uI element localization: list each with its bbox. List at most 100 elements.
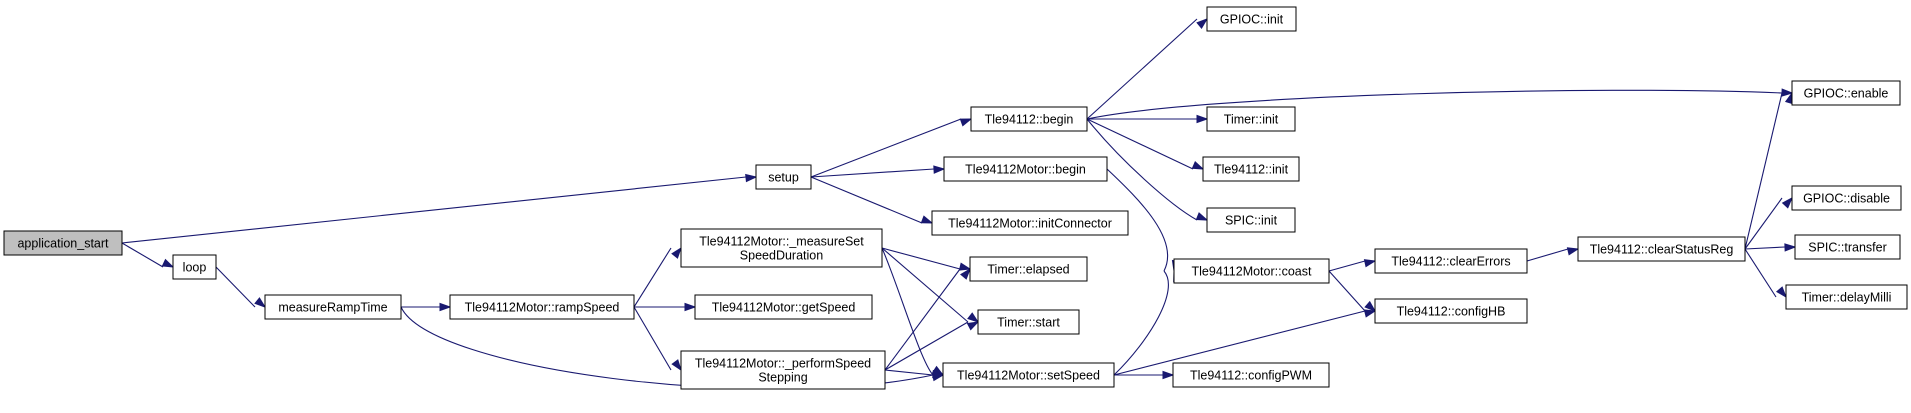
arrow-head-setup-to-motor-init-connector (920, 215, 934, 224)
node-label-motor-begin: Tle94112Motor::begin (965, 163, 1086, 177)
call-edge-tle-clear-status-reg-to-gpioc-disable (1744, 197, 1783, 250)
node-box-timer-elapsed[interactable] (969, 256, 1088, 282)
node-loop[interactable]: loop (172, 254, 217, 280)
arrow-head-measure-ramp-time-to-motor-ramp-speed (439, 302, 452, 312)
node-box-motor-ramp-speed[interactable] (449, 294, 635, 320)
node-label-motor-get-speed: Tle94112Motor::getSpeed (712, 301, 856, 315)
node-box-motor-coast[interactable] (1173, 258, 1330, 284)
node-label-setup: setup (768, 171, 799, 185)
arrow-head-loop-to-measure-ramp-time (254, 297, 267, 308)
node-label-tle-init: Tle94112::init (1214, 163, 1289, 177)
call-edge-tle-clear-status-reg-to-gpioc-enable (1744, 92, 1783, 250)
node-box-tle-config-pwm[interactable] (1172, 362, 1330, 388)
arrow-head-tle-clear-status-reg-to-spic-transfer (1784, 243, 1797, 252)
node-label-motor-ramp-speed: Tle94112Motor::rampSpeed (465, 301, 620, 315)
node-box-timer-start[interactable] (977, 309, 1080, 335)
arrow-head-motor-set-speed-to-tle-config-hb (1363, 309, 1377, 318)
arrow-head-motor-measure-set-speed-duration-to-timer-elapsed (958, 262, 972, 271)
arrow-head-tle-begin-to-spic-init (1195, 212, 1209, 221)
node-label-gpioc-enable: GPIOC::enable (1804, 87, 1889, 101)
node-box-setup[interactable] (755, 164, 812, 190)
call-edge-tle-clear-status-reg-to-spic-transfer (1744, 246, 1786, 250)
node-box-tle-clear-status-reg[interactable] (1577, 236, 1746, 262)
call-edge-tle-begin-to-gpioc-enable (1086, 89, 1783, 120)
call-edge-motor-coast-to-tle-config-hb (1328, 270, 1366, 312)
node-tle-config-hb[interactable]: Tle94112::configHB (1374, 298, 1528, 324)
node-box-motor-measure-set-speed-duration[interactable] (680, 228, 883, 268)
node-box-motor-get-speed[interactable] (694, 294, 873, 320)
node-box-gpioc-enable[interactable] (1791, 80, 1901, 106)
node-box-motor-begin[interactable] (943, 156, 1108, 182)
node-box-loop[interactable] (172, 254, 217, 280)
node-motor-init-connector[interactable]: Tle94112Motor::initConnector (931, 210, 1129, 236)
arrow-head-motor-ramp-speed-to-motor-measure-set-speed-duration (671, 246, 682, 259)
call-edge-loop-to-measure-ramp-time (215, 266, 256, 308)
node-box-spic-init[interactable] (1206, 207, 1296, 233)
node-box-tle-begin[interactable] (970, 106, 1088, 132)
node-measure-ramp-time[interactable]: measureRampTime (264, 294, 402, 320)
node-box-motor-perform-speed-stepping[interactable] (680, 350, 886, 390)
node-motor-ramp-speed[interactable]: Tle94112Motor::rampSpeed (449, 294, 635, 320)
node-box-tle-clear-errors[interactable] (1374, 248, 1528, 274)
arrow-head-tle-begin-to-timer-init (1196, 114, 1209, 124)
arrow-head-motor-perform-speed-stepping-to-timer-start (966, 321, 980, 331)
node-box-timer-delay-milli[interactable] (1785, 284, 1908, 310)
node-box-gpioc-disable[interactable] (1791, 185, 1902, 211)
call-edge-motor-measure-set-speed-duration-to-motor-set-speed (881, 247, 934, 376)
node-label-spic-init: SPIC::init (1225, 214, 1278, 228)
call-edge-tle-begin-to-tle-init (1086, 118, 1194, 170)
node-tle-clear-status-reg[interactable]: Tle94112::clearStatusReg (1577, 236, 1746, 262)
node-label-timer-start: Timer::start (997, 316, 1060, 330)
node-box-tle-config-hb[interactable] (1374, 298, 1528, 324)
node-gpioc-init[interactable]: GPIOC::init (1206, 6, 1297, 32)
node-box-gpioc-init[interactable] (1206, 6, 1297, 32)
arrow-head-tle-begin-to-gpioc-init (1196, 18, 1209, 29)
call-edge-motor-begin-to-motor-coast (1106, 168, 1169, 272)
node-timer-start[interactable]: Timer::start (977, 309, 1080, 335)
node-tle-clear-errors[interactable]: Tle94112::clearErrors (1374, 248, 1528, 274)
node-label-timer-init: Timer::init (1224, 113, 1279, 127)
node-tle-init[interactable]: Tle94112::init (1202, 156, 1300, 182)
node-box-motor-init-connector[interactable] (931, 210, 1129, 236)
node-gpioc-enable[interactable]: GPIOC::enable (1791, 80, 1901, 106)
node-tle-config-pwm[interactable]: Tle94112::configPWM (1172, 362, 1330, 388)
call-edge-motor-ramp-speed-to-motor-perform-speed-stepping (633, 306, 672, 371)
node-label-measure-ramp-time: measureRampTime (278, 301, 387, 315)
call-edge-motor-perform-speed-stepping-to-timer-start (884, 321, 969, 371)
call-edge-motor-perform-speed-stepping-to-timer-elapsed (884, 268, 961, 371)
node-motor-set-speed[interactable]: Tle94112Motor::setSpeed (942, 362, 1115, 388)
node-box-motor-set-speed[interactable] (942, 362, 1115, 388)
call-edge-motor-coast-to-tle-clear-errors (1328, 260, 1366, 272)
node-label-gpioc-init: GPIOC::init (1220, 13, 1284, 27)
node-timer-elapsed[interactable]: Timer::elapsed (969, 256, 1088, 282)
node-timer-init[interactable]: Timer::init (1206, 106, 1296, 132)
node-box-spic-transfer[interactable] (1794, 234, 1901, 260)
node-tle-begin[interactable]: Tle94112::begin (970, 106, 1088, 132)
arrow-head-tle-begin-to-gpioc-enable (1781, 88, 1794, 97)
arrow-head-motor-ramp-speed-to-motor-get-speed (684, 302, 697, 312)
node-setup[interactable]: setup (755, 164, 812, 190)
call-edge-motor-set-speed-to-tle-config-hb (1113, 310, 1366, 376)
call-edge-application-start-to-setup (121, 176, 747, 244)
call-edge-motor-set-speed-to-motor-coast (1113, 270, 1169, 376)
node-timer-delay-milli[interactable]: Timer::delayMilli (1785, 284, 1908, 310)
call-edge-motor-measure-set-speed-duration-to-timer-elapsed (881, 247, 961, 270)
node-motor-coast[interactable]: Tle94112Motor::coast (1173, 258, 1330, 284)
node-motor-begin[interactable]: Tle94112Motor::begin (943, 156, 1108, 182)
node-label-gpioc-disable: GPIOC::disable (1803, 192, 1890, 206)
node-box-measure-ramp-time[interactable] (264, 294, 402, 320)
node-spic-transfer[interactable]: SPIC::transfer (1794, 234, 1901, 260)
node-motor-get-speed[interactable]: Tle94112Motor::getSpeed (694, 294, 873, 320)
call-edges (121, 18, 1797, 390)
node-box-tle-init[interactable] (1202, 156, 1300, 182)
node-spic-init[interactable]: SPIC::init (1206, 207, 1296, 233)
call-edge-application-start-to-loop (121, 242, 164, 268)
node-gpioc-disable[interactable]: GPIOC::disable (1791, 185, 1902, 211)
node-label-motor-coast: Tle94112Motor::coast (1192, 265, 1312, 279)
node-box-application-start[interactable] (3, 230, 123, 256)
node-box-timer-init[interactable] (1206, 106, 1296, 132)
call-nodes: application_start setup loop measureRampTim… (3, 6, 1908, 390)
node-application-start[interactable]: application_start (3, 230, 123, 256)
